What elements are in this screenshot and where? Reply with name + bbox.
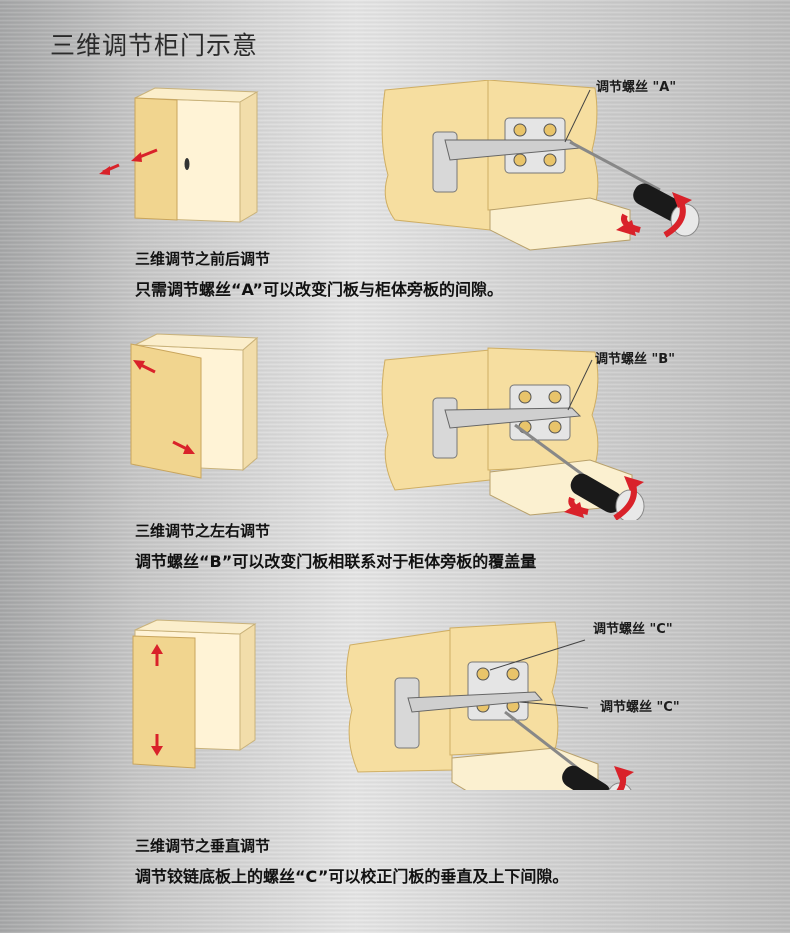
rotate-arrow-icon (564, 476, 644, 520)
arrow-out-icon (99, 148, 158, 175)
arrow-left-right-icon (133, 360, 195, 454)
section-heading: 三维调节之垂直调节 (135, 837, 271, 855)
callout-screw-c-top: 调节螺丝 "C" (593, 622, 673, 637)
callout-screw-c-bottom: 调节螺丝 "C" (600, 700, 680, 715)
rotate-arrow-icon (616, 192, 692, 238)
arrow-up-down-icon (151, 644, 163, 756)
hinge-diagram-screw-a (381, 80, 700, 251)
cabinet-vertical-diagram (132, 619, 257, 769)
page-title: 三维调节柜门示意 (50, 31, 259, 60)
section-heading: 三维调节之左右调节 (135, 522, 271, 540)
door-knob-icon (184, 158, 190, 170)
screwdriver-icon (569, 140, 700, 237)
section-description: 只需调节螺丝“A”可以改变门板与柜体旁板的间隙。 (135, 280, 503, 299)
cabinet-left-right-diagram (130, 333, 259, 479)
hinge-diagram-screw-b (381, 347, 645, 520)
cabinet-front-back-diagram (99, 87, 259, 223)
section-heading: 三维调节之前后调节 (135, 250, 271, 268)
section-description: 调节铰链底板上的螺丝“C”可以校正门板的垂直及上下间隙。 (135, 867, 569, 886)
section-description: 调节螺丝“B”可以改变门板相联系对于柜体旁板的覆盖量 (135, 552, 537, 571)
hinge-diagram-screw-c (345, 621, 634, 790)
callout-screw-a: 调节螺丝 "A" (596, 80, 677, 95)
rotate-arrow-icon (614, 766, 634, 790)
callout-screw-b: 调节螺丝 "B" (595, 352, 675, 367)
